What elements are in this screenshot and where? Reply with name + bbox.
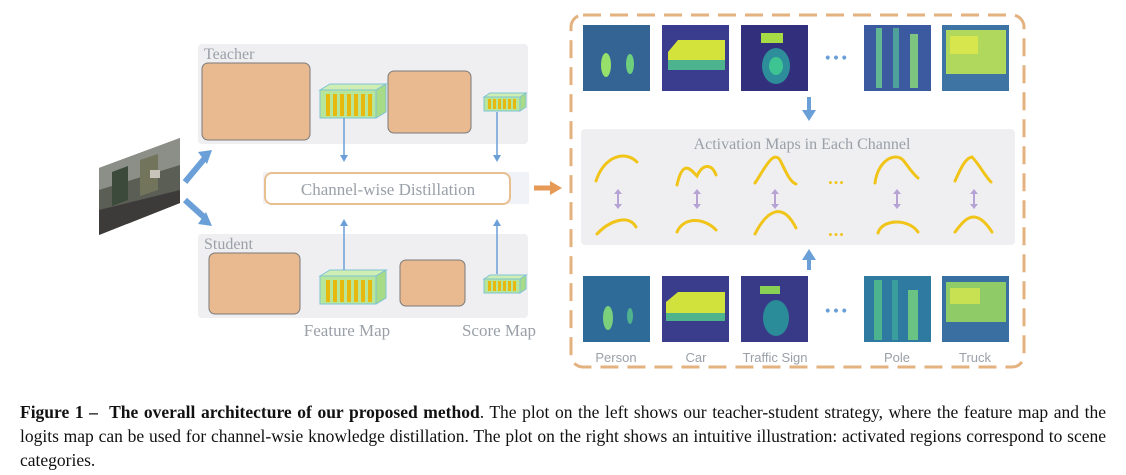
- orange-arrow: [534, 181, 562, 195]
- student-score-tensor: [482, 274, 528, 294]
- category-label-person: Person: [595, 350, 636, 365]
- activation-panel: [569, 13, 1026, 369]
- caption-figure-label: Figure 1 –: [20, 402, 98, 422]
- activation-compare-arrows: [614, 189, 978, 209]
- figure-caption: Figure 1 – The overall architecture of o…: [20, 400, 1106, 472]
- ellipsis-student-maps: •••: [824, 304, 849, 320]
- teacher-block-2: [387, 70, 472, 134]
- caption-body: . The plot on the left shows our teacher…: [20, 402, 1106, 470]
- activation-title: Activation Maps in Each Channel: [694, 136, 911, 153]
- activation-curves: [594, 154, 994, 236]
- score-map-label: Score Map: [462, 321, 536, 340]
- teacher-activation-maps: •••: [583, 25, 1009, 91]
- teacher-panel: Teacher: [198, 44, 528, 162]
- teacher-feature-tensor: [318, 83, 388, 119]
- caption-title: The overall architecture of our proposed…: [109, 402, 480, 422]
- distill-box: [264, 172, 511, 205]
- category-label-pole: Pole: [884, 350, 910, 365]
- category-label-truck: Truck: [959, 350, 992, 365]
- architecture-figure: Teacher Channel-wise Distillation Studen…: [99, 13, 1026, 369]
- category-label-car: Car: [686, 350, 708, 365]
- student-activation-maps: •••: [583, 276, 1009, 342]
- student-label: Student: [204, 236, 253, 253]
- teacher-block-1: [201, 62, 311, 141]
- student-panel: Student: [198, 219, 528, 318]
- feature-map-label: Feature Map: [304, 321, 390, 340]
- teacher-label: Teacher: [204, 46, 255, 63]
- distill-label: Channel-wise Distillation: [301, 180, 476, 199]
- photo-arrows: [182, 150, 212, 226]
- student-feature-tensor: [318, 269, 388, 305]
- category-label-traffic-sign: Traffic Sign: [742, 350, 807, 365]
- ellipsis-curves-bottom: ...: [828, 221, 845, 240]
- ellipsis-curves-top: ...: [828, 169, 845, 188]
- student-block-2: [399, 259, 466, 307]
- scene-photo: [99, 138, 180, 235]
- student-block-1: [208, 252, 301, 315]
- ellipsis-teacher-maps: •••: [824, 51, 849, 67]
- activation-curves-panel: [581, 129, 1015, 245]
- teacher-score-tensor: [482, 92, 528, 112]
